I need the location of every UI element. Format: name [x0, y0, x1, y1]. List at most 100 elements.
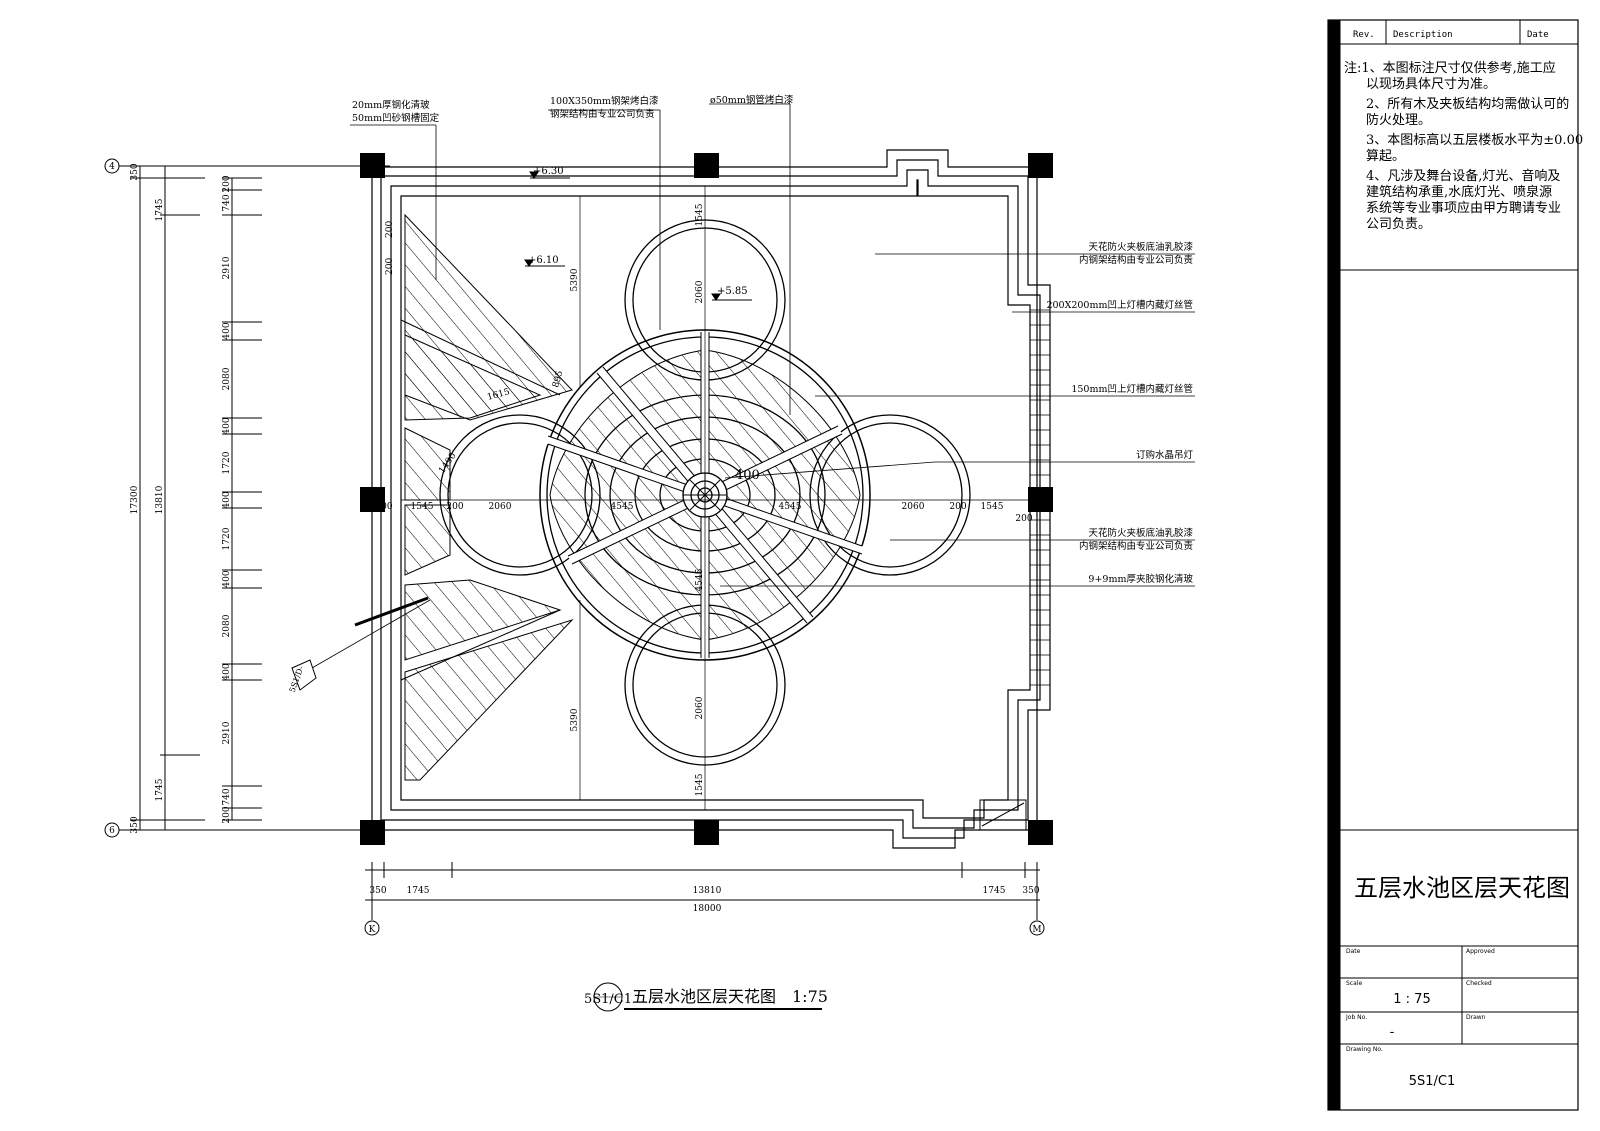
center-lines: [401, 186, 1040, 810]
note-line: 建筑结构承重,水底灯光、喷泉源: [1366, 184, 1552, 200]
grid-label-bottom: 6: [109, 826, 115, 836]
header-date: Date: [1527, 30, 1549, 40]
dim-b: 1745: [983, 886, 1006, 896]
dim-v-inner: 2060: [695, 696, 705, 719]
dim-v-inner: 1545: [695, 773, 705, 796]
dim-tick: 1720: [222, 451, 232, 474]
dim-tick: 2910: [222, 256, 232, 279]
leader-lines: [311, 103, 1195, 669]
level-text: +6.30 +6.10 +5.85: [528, 166, 748, 297]
note-line: 系统等专业事项应由甲方聘请专业: [1366, 200, 1561, 216]
dim-h: 200: [949, 502, 966, 512]
dim-h: 2060: [902, 502, 925, 512]
dim-v-inner: 1545: [695, 203, 705, 226]
note-line: 算起。: [1366, 149, 1405, 164]
vertical-dimension-text: 4 6 350 1745 17300 13810 1745 350 200 74…: [109, 162, 232, 836]
label-steel-2: 钢架结构由专业公司负责: [550, 108, 655, 120]
field-scale-value: 1 : 75: [1393, 992, 1430, 1007]
dim-tick: 400: [222, 663, 232, 680]
dim-v-1745-top: 1745: [155, 198, 165, 221]
note-line: 4、凡涉及舞台设备,灯光、音响及: [1366, 168, 1560, 184]
title-block-field-labels: Date Approved Scale Checked Job No. Draw…: [1345, 948, 1495, 1053]
dim-tick: 2080: [222, 367, 232, 390]
label-glass-1: 20mm厚钢化清玻: [352, 99, 430, 111]
note-line: 3、本图标高以五层楼板水平为±0.00: [1366, 132, 1583, 148]
vertical-dimensions: [104, 158, 390, 838]
header-description: Description: [1393, 30, 1453, 40]
glass-panels-left: [400, 213, 574, 781]
dim-v-inner: 5390: [570, 708, 580, 731]
dim-tick: 400: [222, 417, 232, 434]
dim-h: 200: [1015, 514, 1032, 524]
section-marker: [291, 659, 317, 691]
label-ceiling-3: 天花防火夹板底油乳胶漆: [1088, 527, 1193, 539]
label-glass-2: 50mm凹砂钢槽固定: [352, 112, 440, 124]
dim-tick: 2910: [222, 721, 232, 744]
dim-b: 13810: [693, 886, 722, 896]
drawing-caption: 5S1/C1 五层水池区层天花图 1:75: [584, 982, 828, 1012]
dim-v-17300: 17300: [130, 485, 140, 514]
dim-h: 4545: [779, 502, 802, 512]
label-pipe: ø50mm钢管烤白漆: [710, 94, 794, 106]
caption-title: 五层水池区层天花图: [632, 987, 776, 1006]
label-ceiling-1: 天花防火夹板底油乳胶漆: [1088, 241, 1193, 253]
dim-tick: 740: [222, 788, 232, 805]
label-lightslot-150: 150mm凹上灯槽内藏灯丝管: [1071, 383, 1193, 395]
title-block-notes: 注:1、本图标注尺寸仅供参考,施工应 以现场具体尺寸为准。 2、所有木及夹板结构…: [1344, 60, 1583, 232]
right-slat-detail: [1030, 309, 1050, 686]
dim-v-1745-bottom: 1745: [155, 778, 165, 801]
level-6-10: +6.10: [528, 255, 559, 266]
dim-v-350-bottom: 350: [130, 816, 140, 833]
dim-tick: 400: [222, 322, 232, 339]
dim-b: 1745: [407, 886, 430, 896]
note-line: 公司负责。: [1366, 217, 1431, 232]
dim-h: 2060: [489, 502, 512, 512]
dim-v-inner: 5390: [570, 268, 580, 291]
room-outline: [371, 149, 1051, 849]
title-block-field-values: 1 : 75 - 5S1/C1: [1390, 992, 1456, 1089]
grid-bubble-left: [364, 920, 380, 936]
field-scale-label: Scale: [1346, 980, 1362, 987]
caption-ref: 5S1/C1: [584, 992, 632, 1007]
label-steel-1: 100X350mm钢架烤白漆: [550, 95, 659, 107]
bottom-dimensions: [364, 862, 1045, 936]
dim-diag: 200: [385, 221, 395, 238]
field-job-label: Job No.: [1345, 1014, 1367, 1021]
dim-b: 350: [369, 886, 386, 896]
field-drawn-label: Drawn: [1466, 1014, 1486, 1021]
level-6-30: +6.30: [533, 166, 564, 177]
dim-v-350-top: 350: [130, 163, 140, 180]
grid-label-left: K: [369, 925, 376, 935]
label-lightslot-200: 200X200mm凹上灯槽内藏灯丝管: [1046, 299, 1193, 311]
dim-tick: 200: [222, 175, 232, 192]
grid-bubble-right: [1029, 920, 1045, 936]
title-block: [1327, 19, 1579, 1111]
dim-diag: 200: [385, 258, 395, 275]
caption-scale: 1:75: [792, 987, 828, 1006]
dim-tick: 200: [222, 806, 232, 823]
dim-diag: 895: [551, 369, 565, 388]
bottom-dimension-text: 350 1745 13810 1745 350 18000 K M: [369, 886, 1042, 935]
dim-tick: 1720: [222, 527, 232, 550]
field-drawing-no-value: 5S1/C1: [1409, 1074, 1456, 1089]
note-line: 注:1、本图标注尺寸仅供参考,施工应: [1344, 60, 1556, 76]
field-drawing-no-label: Drawing No.: [1346, 1046, 1383, 1053]
note-line: 2、所有木及夹板结构均需做认可的: [1366, 96, 1569, 112]
label-laminated-glass: 9+9mm厚夹胶钢化清玻: [1088, 573, 1193, 585]
dim-v-inner: 4545: [695, 568, 705, 591]
field-date-label: Date: [1346, 948, 1361, 955]
header-rev: Rev.: [1353, 30, 1375, 40]
dim-h: 200: [375, 502, 392, 512]
note-line: 以现场具体尺寸为准。: [1366, 77, 1496, 92]
label-ceiling-2: 内钢架结构由专业公司负责: [1079, 254, 1193, 266]
interior-dimensions: 200 1545 200 2060 4545 4545 2060 200 154…: [375, 203, 1032, 796]
field-approved-label: Approved: [1466, 948, 1495, 955]
drawing-title: 五层水池区层天花图: [1354, 874, 1570, 902]
label-chandelier: 订购水晶吊灯: [1136, 449, 1194, 461]
level-markers: [524, 171, 752, 301]
dim-h: 1545: [981, 502, 1004, 512]
dim-h: 200: [446, 502, 463, 512]
dim-tick: 740: [222, 194, 232, 211]
field-job-value: -: [1390, 1025, 1395, 1040]
